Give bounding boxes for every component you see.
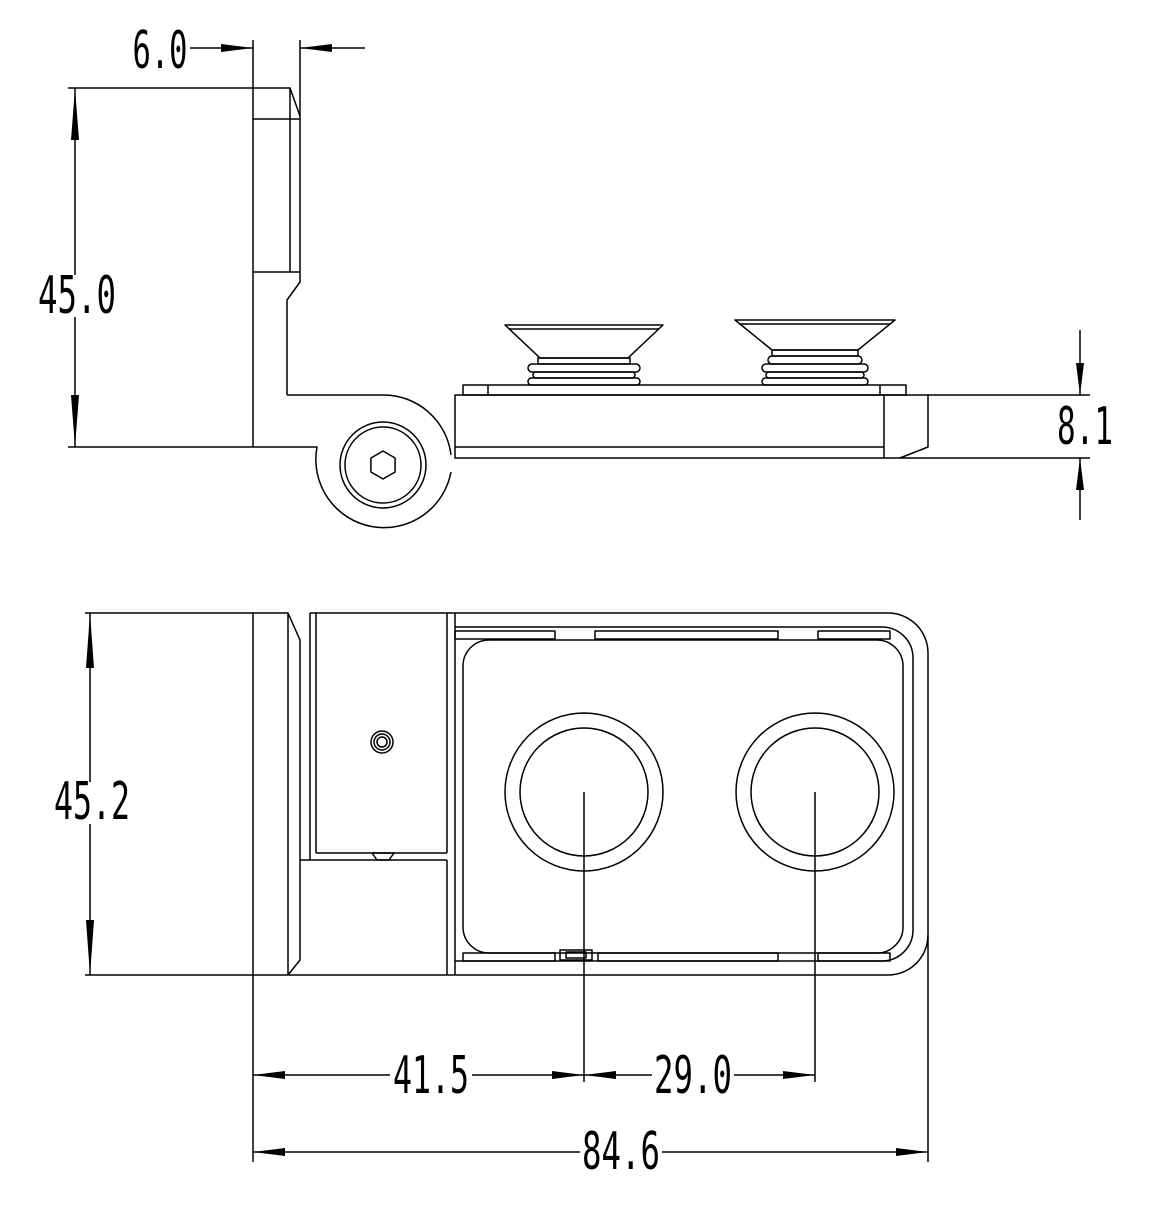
clip-screw [565,951,587,959]
dimension-upright-height [68,87,253,448]
suction-mount-plate [462,384,907,396]
suction-cup-1-neck [537,357,631,365]
dimension-label-base-thickness: 8.1 [1057,397,1113,457]
base-plate-plan [454,612,929,976]
dimension-base-thickness [900,330,1090,520]
base-plate-inner-rim [455,626,914,962]
arrowhead [300,44,332,52]
suction-cup-2-side [734,319,896,386]
retaining-clip-bottom-right [817,952,891,962]
hinge-bore-inner [344,426,422,504]
arrowhead [783,1071,815,1079]
dimension-labels: 6.0 45.0 8.1 45.2 41.5 29.0 84.6 [38,21,1113,1182]
hinge-bottom-arc [253,446,452,529]
upright-chamfer-outline [253,612,301,976]
screw-head-inner [376,736,388,748]
dimension-label-to-first-cup: 41.5 [393,1046,469,1106]
suction-cup-1-ring-c [527,377,641,386]
suction-pad-plate [462,639,904,954]
arrowhead [584,1071,616,1079]
plan-view [85,612,929,1162]
screw-head-middle [373,733,391,751]
hinge-top-arc [287,394,452,456]
retaining-clip-top-left [454,630,556,640]
dimension-label-overall-length: 84.6 [582,1122,660,1182]
base-body-outline [454,394,929,459]
side-elevation-view [68,40,1090,529]
arrowhead [86,920,94,975]
hex-socket [370,450,396,480]
suction-cup-2-ring-c [765,371,865,379]
base-body-side [454,384,929,459]
retaining-clip-bottom-center [597,952,779,962]
dimension-overall-length [253,1148,928,1156]
screw-head-outer [370,730,394,754]
suction-cup-1-side [504,324,664,386]
suction-cup-2-ring-a [767,355,863,365]
arrowhead [1076,363,1084,395]
suction-cup-1-ring-b [532,371,636,379]
dimension-label-upright-thickness: 6.0 [133,21,188,81]
arrowhead [221,44,253,52]
clip-screw-housing [559,949,593,961]
suction-cup-2-neck [771,349,859,357]
retaining-clip-bottom-left [462,952,556,962]
arrowhead [86,613,94,668]
suction-cup-2-ring-d [761,377,869,386]
upright-outline [252,87,301,447]
dimension-label-cup-spacing: 29.0 [654,1046,732,1106]
dimension-cup-spacing [584,1071,815,1079]
retaining-clip-top-center [594,630,779,640]
dimension-to-first-cup [253,1071,584,1079]
hinge-block-plan [300,612,456,975]
dimension-upright-thickness [190,40,365,116]
retaining-clip-top-right [817,630,891,640]
arrowhead [71,88,79,140]
dimension-label-plan-width: 45.2 [54,772,130,832]
arrowhead [71,395,79,447]
bracket-upright-plan [252,612,455,976]
hinge-bore-outer [339,421,427,509]
hinge-knuckle [253,394,452,529]
arrowhead [253,1148,285,1156]
suction-cup-1-ring-a [527,363,641,373]
base-plate-outline [455,612,929,976]
suction-cup-2-ring-b [761,363,869,373]
arrowhead [896,1148,928,1156]
arrowhead [253,1071,285,1079]
dimension-plan-width [85,612,253,976]
arrowhead [552,1071,584,1079]
suction-cup-1-cone [504,324,664,359]
bracket-upright [252,87,301,447]
dimension-label-upright-height: 45.0 [38,266,116,326]
arrowhead [1076,458,1084,490]
screw-tip [371,852,395,861]
